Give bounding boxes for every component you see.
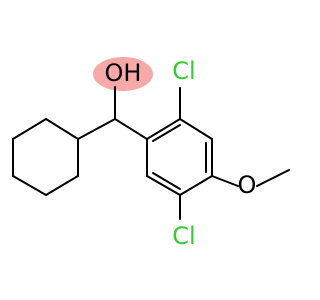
benzene-bond-2 — [179, 118, 213, 140]
cyclohexyl-bond-2 — [12, 118, 47, 140]
benzene-bond-1 — [146, 118, 181, 140]
benzene-bond-5 — [146, 175, 181, 196]
methoxy-o-bond — [211, 175, 239, 187]
cyclohexyl-to-carbinol-bond — [77, 118, 116, 140]
methoxy-methyl-bond — [256, 169, 290, 187]
methoxy-o-label: O — [238, 171, 257, 199]
structure-diagram: OH Cl Cl O — [12, 57, 290, 250]
benzene-bond-4 — [179, 175, 213, 196]
cyclohexyl-bond-1 — [45, 118, 79, 140]
molecule-canvas: OH Cl Cl O — [12, 57, 290, 250]
benzene-bond-5-inner — [152, 172, 181, 190]
hydroxyl-highlight — [93, 57, 153, 91]
top-chloro-label: Cl — [172, 57, 195, 85]
cyclohexyl-bond-5 — [45, 175, 79, 196]
cyclohexyl-bond-4 — [12, 175, 47, 196]
bottom-chloro-label: Cl — [172, 222, 195, 250]
benzene-bond-1-inner — [152, 124, 181, 142]
hydroxyl-label: OH — [105, 59, 142, 87]
carbinol-to-aryl-bond — [114, 118, 148, 140]
